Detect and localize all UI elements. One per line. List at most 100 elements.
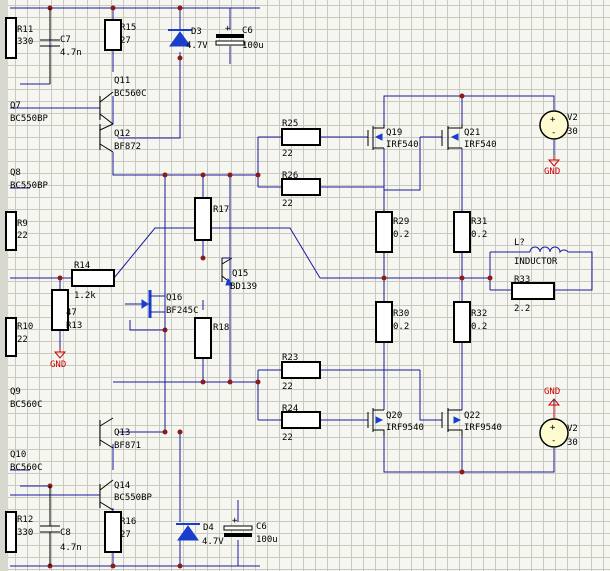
r11-ref: R11	[17, 25, 33, 35]
q10-ref: Q10	[10, 450, 26, 460]
q15-value: BD139	[230, 282, 257, 292]
d3-value: 4.7V	[186, 41, 208, 51]
voltage-source-v2-bottom: + - V2 30	[539, 418, 578, 448]
v2-bottom-value: 30	[567, 438, 578, 448]
q13-ref: Q13	[114, 428, 130, 438]
resistor-r10: R10 22	[5, 317, 33, 357]
c8-ref: C8	[60, 528, 71, 538]
r26-value: 22	[282, 199, 293, 209]
label-q8: Q8 BC550BP	[10, 168, 49, 191]
resistor-r33: R33 2.2	[511, 275, 555, 314]
d3-ref: D3	[191, 27, 202, 37]
junction-dot	[57, 275, 63, 281]
q8-value: BC550BP	[10, 181, 49, 191]
q19-value: IRF540	[386, 140, 419, 150]
junction-dot	[110, 563, 116, 569]
r12-ref: R12	[17, 515, 33, 525]
r31-value: 0.2	[471, 230, 487, 240]
label-q7: Q7 BC550BP	[10, 101, 49, 124]
junction-dot	[177, 55, 183, 61]
c7-ref: C7	[60, 35, 71, 45]
r24-value: 22	[282, 433, 293, 443]
junction-dot	[177, 563, 183, 569]
junction-dot	[162, 429, 168, 435]
jfet-q16: Q16 BF245C	[125, 290, 199, 330]
q21-value: IRF540	[464, 140, 497, 150]
resistor-r26: R26 22	[281, 171, 321, 209]
resistor-r16: R16 27	[104, 511, 136, 553]
r29-value: 0.2	[393, 230, 409, 240]
ground-top: GND	[544, 155, 560, 177]
resistor-r9: R9 22	[5, 211, 28, 251]
resistor-r31: R31 0.2	[453, 211, 487, 253]
v2-bottom-minus: -	[551, 436, 556, 446]
v2-bottom-plus: +	[550, 423, 556, 433]
junction-dot	[200, 255, 206, 261]
r25-value: 22	[282, 149, 293, 159]
transistor-q14: Q14 BC550BP	[99, 479, 153, 511]
junction-dot	[381, 275, 387, 281]
junction-dot	[177, 5, 183, 11]
q11-ref: Q11	[114, 76, 130, 86]
r16-value: 27	[120, 530, 131, 540]
r26-ref: R26	[282, 171, 298, 181]
q12-ref: Q12	[114, 129, 130, 139]
capacitor-c7: C7 4.7n	[40, 8, 82, 84]
mosfet-q21: Q21 IRF540	[441, 124, 497, 150]
wires	[10, 7, 593, 567]
resistor-r24: R24 22	[281, 404, 321, 443]
junction-dot	[162, 172, 168, 178]
junction-dot	[459, 469, 465, 475]
d4-ref: D4	[203, 523, 214, 533]
r12-value: 330	[17, 528, 33, 538]
r14-ref: R14	[74, 261, 90, 271]
c6-top-plus: +	[225, 24, 231, 34]
r10-ref: R10	[17, 322, 33, 332]
r30-ref: R30	[393, 309, 409, 319]
q22-ref: Q22	[464, 411, 480, 421]
ground-left: GND	[50, 348, 66, 370]
capacitor-c6-bottom: + C6 100u	[223, 516, 278, 545]
mosfet-q22: Q22 IRF9540	[441, 408, 502, 436]
r31-ref: R31	[471, 217, 487, 227]
q14-value: BC550BP	[114, 493, 153, 503]
transistor-q11: Q11 BC560C	[99, 76, 147, 125]
q8-ref: Q8	[10, 168, 21, 178]
resistor-r12: R12 330	[5, 511, 33, 553]
ground-left-label: GND	[50, 360, 66, 370]
r14-value: 1.2k	[74, 291, 96, 301]
v2-top-minus: -	[551, 128, 556, 138]
v2-top-ref: V2	[567, 113, 578, 123]
c6-bottom-plus: +	[232, 516, 238, 526]
transistor-q15: Q15 BD139	[221, 257, 257, 292]
ground-bottom-label: GND	[544, 387, 560, 397]
junctions	[47, 5, 493, 569]
resistor-r32: R32 0.2	[453, 301, 487, 343]
capacitor-c8: C8 4.7n	[40, 486, 82, 566]
resistor-r25: R25 22	[281, 119, 321, 159]
r33-value: 2.2	[514, 304, 530, 314]
junction-dot	[177, 429, 183, 435]
junction-dot	[227, 379, 233, 385]
q7-ref: Q7	[10, 101, 21, 111]
r13-ref: R13	[66, 321, 82, 331]
voltage-source-v2-top: + - V2 30	[539, 110, 578, 140]
r32-ref: R32	[471, 309, 487, 319]
r33-ref: R33	[514, 275, 530, 285]
resistor-r13: 47 R13	[51, 289, 82, 331]
inductor-value: INDUCTOR	[514, 257, 558, 267]
ground-bottom: GND	[544, 387, 560, 418]
r24-ref: R24	[282, 404, 298, 414]
junction-dot	[459, 93, 465, 99]
junction-dot	[459, 275, 465, 281]
r9-value: 22	[17, 231, 28, 241]
q14-ref: Q14	[114, 481, 130, 491]
ground-top-label: GND	[544, 167, 560, 177]
junction-dot	[110, 5, 116, 11]
q13-value: BF871	[114, 441, 141, 451]
r23-ref: R23	[282, 353, 298, 363]
inductor-ref: L?	[514, 238, 525, 248]
junction-dot	[255, 379, 261, 385]
junction-dot	[255, 172, 261, 178]
